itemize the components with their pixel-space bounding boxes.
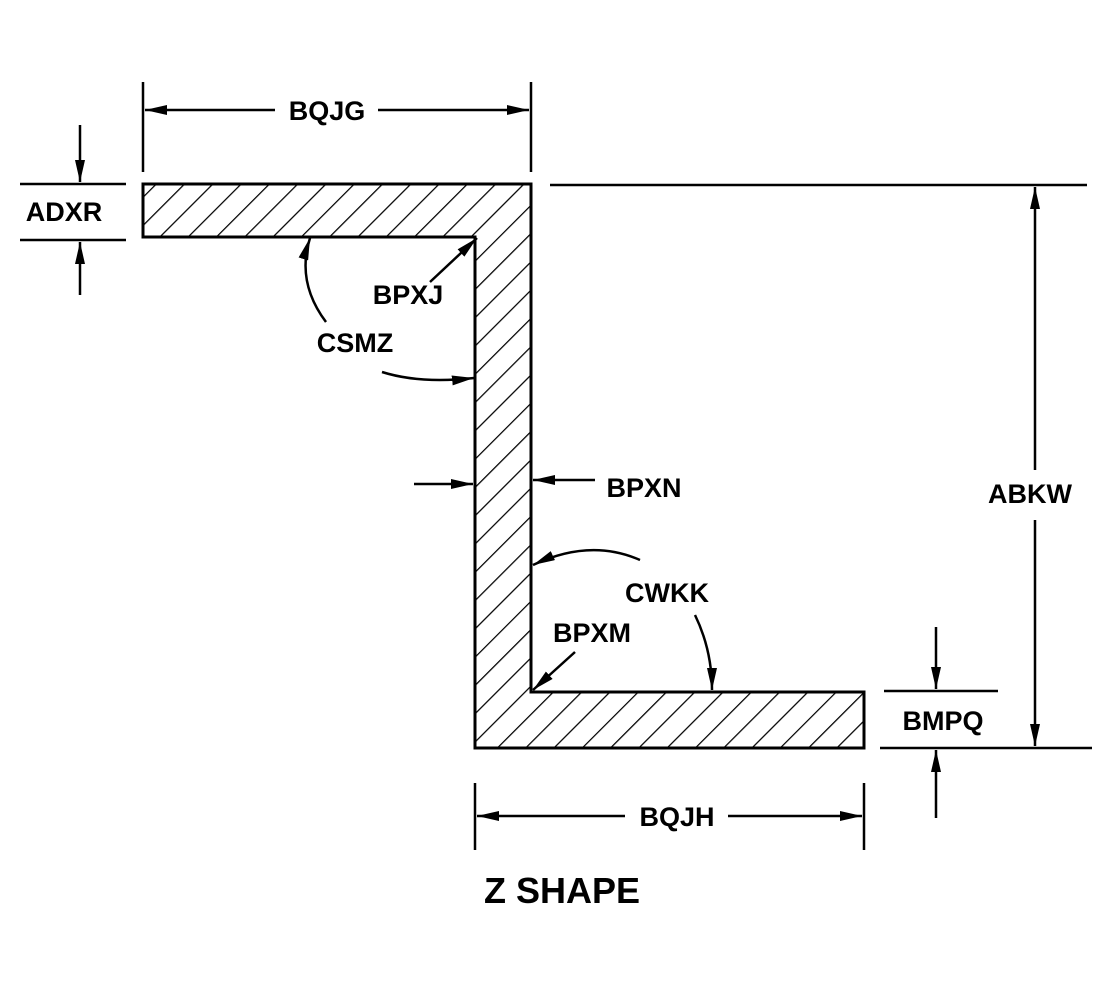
diagram-title: Z SHAPE — [484, 870, 640, 911]
dimension-bmpq — [884, 627, 998, 818]
arc-cwkk-web — [532, 548, 641, 567]
dimension-adxr — [20, 125, 126, 295]
label-cwkk: CWKK — [625, 578, 709, 608]
leader-bpxj — [429, 237, 478, 283]
arc-cwkk-bottom — [693, 614, 717, 691]
label-bqjh: BQJH — [639, 802, 714, 832]
label-bpxj: BPXJ — [373, 280, 444, 310]
arc-csmz-top — [298, 237, 328, 323]
label-csmz: CSMZ — [317, 328, 394, 358]
label-adxr: ADXR — [26, 197, 103, 227]
dimension-bqjg — [141, 82, 533, 172]
label-bpxm: BPXM — [553, 618, 631, 648]
dimension-abkw — [550, 183, 1092, 750]
arc-csmz-web — [381, 370, 475, 386]
leader-bpxm — [532, 651, 576, 691]
dimension-bqjh — [473, 783, 866, 850]
label-bpxn: BPXN — [606, 473, 681, 503]
z-section-profile — [141, 182, 866, 750]
label-bqjg: BQJG — [289, 96, 366, 126]
label-abkw: ABKW — [988, 479, 1072, 509]
label-bmpq: BMPQ — [903, 706, 984, 736]
